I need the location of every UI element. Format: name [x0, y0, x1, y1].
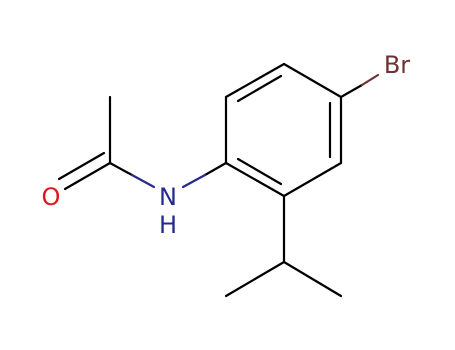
bond-ring-inner-3: [236, 157, 283, 186]
bond-ring-inner-1: [236, 74, 283, 103]
bond-carbonyl-oxygen-1: [63, 161, 112, 191]
bond-nitrogen-ring-a: [181, 173, 207, 189]
bond-isopropyl-methyl-1: [224, 260, 286, 298]
atom-labels: O N H Br: [42, 51, 411, 239]
oxygen-label: O: [42, 183, 61, 211]
bond-isopropyl-methyl-2: [282, 260, 343, 298]
bond-carbonyl-nitrogen-b: [130, 173, 156, 189]
bond-ring-c3-c4: [282, 62, 343, 99]
bond-ring-c2-c3: [224, 62, 286, 99]
bond-ring-bromine-a: [339, 83, 364, 99]
bromine-label: Br: [384, 51, 410, 79]
bonds: [57, 62, 364, 298]
nitrogen-label: N: [159, 183, 177, 211]
bond-nitrogen-ring-b: [203, 161, 228, 177]
bond-carbonyl-nitrogen-a: [108, 161, 134, 177]
hydrogen-label: H: [159, 211, 177, 239]
colored-bonds: [130, 73, 380, 189]
bond-ring-c6-c1: [224, 161, 286, 198]
bond-carbonyl-oxygen-2: [57, 151, 106, 181]
bond-ring-c5-c6: [282, 161, 343, 198]
bond-ring-bromine-b: [360, 73, 380, 87]
